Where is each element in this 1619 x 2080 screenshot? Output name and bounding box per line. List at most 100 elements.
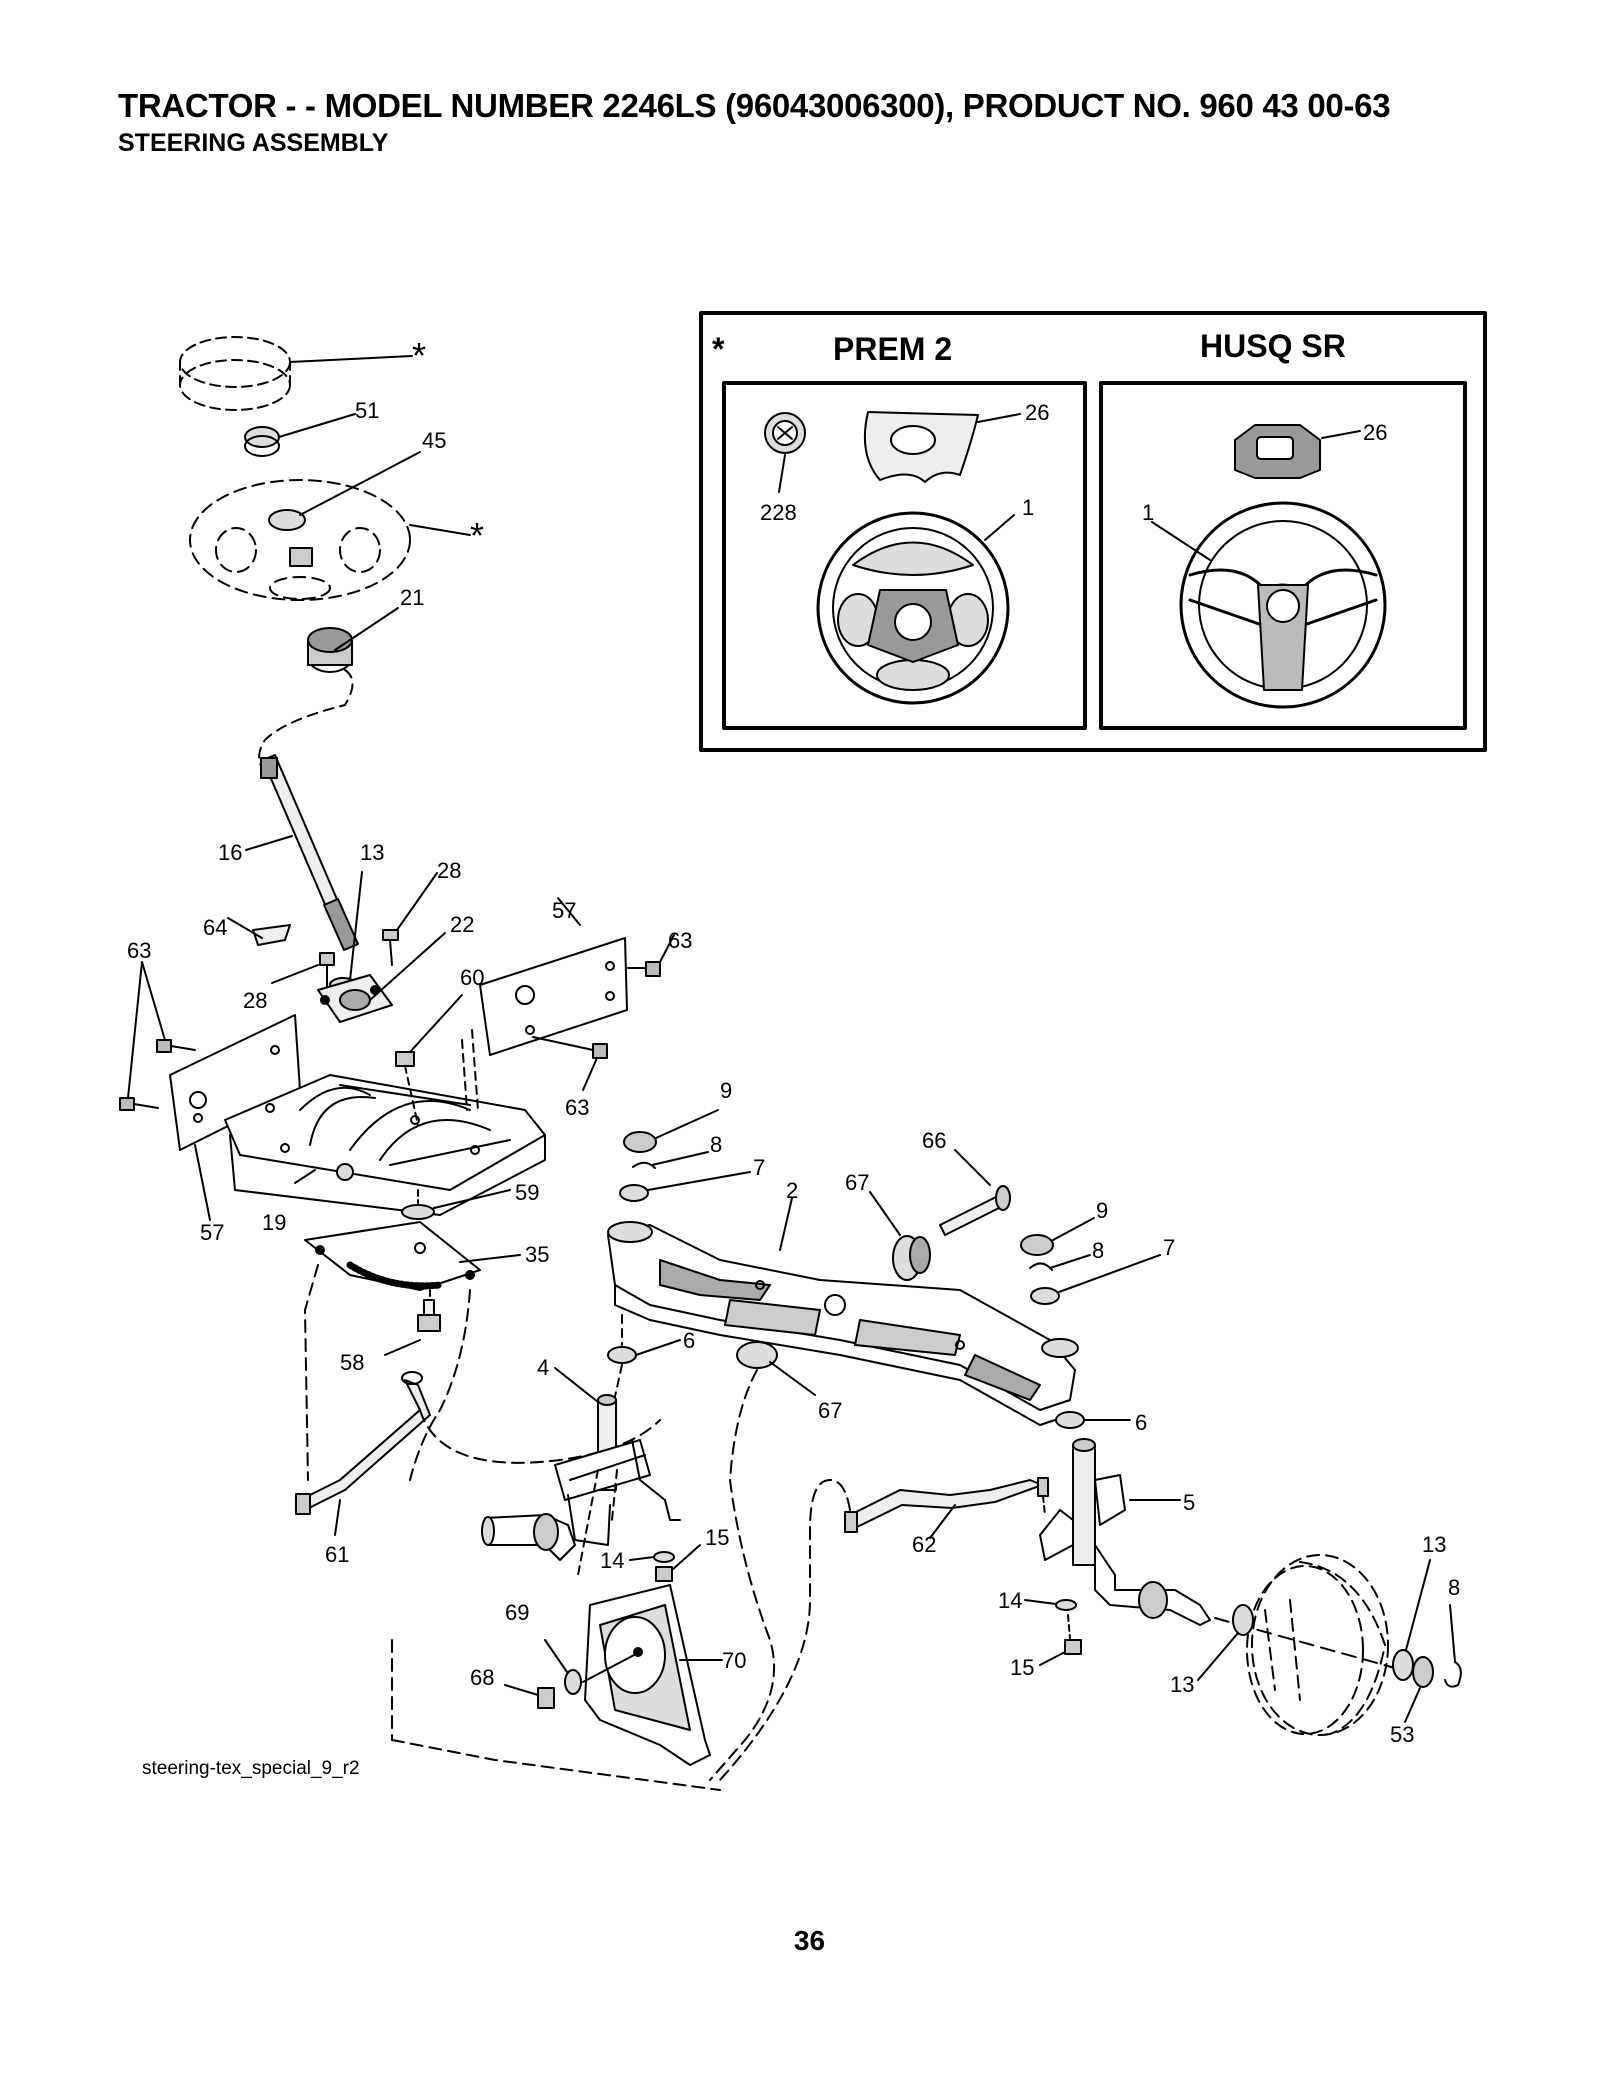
- bushing-6-right: [1055, 1411, 1131, 1429]
- callout-9-right: 9: [1096, 1198, 1108, 1223]
- callout-14-left: 14: [600, 1548, 624, 1573]
- callout-60: 60: [460, 965, 484, 990]
- e-clip-8: [1444, 1604, 1462, 1688]
- nut-68: [504, 1684, 555, 1709]
- callout-28-left: 28: [243, 988, 267, 1013]
- callout-8-right: 8: [1092, 1238, 1104, 1263]
- callout-15-left: 15: [705, 1525, 729, 1550]
- callout-13-wheel: 13: [1170, 1672, 1194, 1697]
- page-number: 36: [793, 1925, 826, 1956]
- prem2-panel: [722, 381, 1087, 730]
- callout-62: 62: [912, 1532, 936, 1557]
- callout-19: 19: [262, 1210, 286, 1235]
- callout-15-right: 15: [1010, 1655, 1034, 1680]
- callout-star-cap: *: [412, 335, 426, 376]
- callout-7-right: 7: [1163, 1235, 1175, 1260]
- page-subtitle: STEERING ASSEMBLY: [118, 129, 389, 157]
- callout-58: 58: [340, 1350, 364, 1375]
- callout-6-right: 6: [1135, 1410, 1147, 1435]
- page-header: TRACTOR - - MODEL NUMBER 2246LS (9604300…: [118, 86, 1498, 158]
- plate-70: [584, 1584, 723, 1766]
- callout-13-top: 13: [360, 840, 384, 865]
- clip-64: [227, 917, 291, 946]
- callout-star-wheel: *: [470, 515, 484, 556]
- callout-13-right: 13: [1422, 1532, 1446, 1557]
- bolt-28-top: [382, 872, 438, 966]
- prem2-steering-wheel: [816, 511, 1010, 705]
- shoulder-bolt-58: [384, 1299, 441, 1356]
- spacer-67-bottom: [736, 1341, 816, 1396]
- nut-15-left: [655, 1544, 701, 1582]
- callout-67-top: 67: [845, 1170, 869, 1195]
- callout-21: 21: [400, 585, 424, 610]
- clip-8-left: [632, 1151, 709, 1169]
- callout-8-clip: 8: [1448, 1575, 1460, 1600]
- callout-63-left: 63: [127, 938, 151, 963]
- spindle-5: [1039, 1438, 1211, 1626]
- callout-16: 16: [218, 840, 242, 865]
- callout-26-left: 26: [1025, 400, 1049, 425]
- washer-69: [544, 1639, 637, 1695]
- bolt-63-mid: [532, 1036, 608, 1091]
- washer-14-right: [1024, 1599, 1077, 1611]
- callout-68: 68: [470, 1665, 494, 1690]
- callout-69: 69: [505, 1600, 529, 1625]
- callout-4: 4: [537, 1355, 549, 1380]
- callout-51: 51: [355, 398, 379, 423]
- callout-63-mid: 63: [565, 1095, 589, 1120]
- nut-51: [244, 413, 356, 457]
- washer-7-right: [1030, 1254, 1161, 1305]
- callout-45: 45: [422, 428, 446, 453]
- callout-26-right: 26: [1363, 420, 1387, 445]
- washer-13-right: [1392, 1559, 1431, 1681]
- washer-59: [401, 1189, 511, 1220]
- callout-7-left: 7: [753, 1155, 765, 1180]
- spacer-67-top: [869, 1191, 931, 1281]
- steering-shaft-16: [245, 754, 359, 951]
- callout-14-right: 14: [998, 1588, 1022, 1613]
- callout-59: 59: [515, 1180, 539, 1205]
- sector-gear-35: [304, 1221, 521, 1291]
- washer-7-left: [619, 1171, 751, 1202]
- callout-1-left: 1: [1022, 495, 1034, 520]
- inset-asterisk: *: [712, 331, 725, 367]
- callout-8-left: 8: [710, 1132, 722, 1157]
- spindle-4: [481, 1367, 681, 1561]
- adapter-21: [307, 607, 399, 673]
- wheel-options-inset: [699, 311, 1487, 752]
- callout-57-top: 57: [552, 898, 576, 923]
- callout-228: 228: [760, 500, 797, 525]
- callout-57-left: 57: [200, 1220, 224, 1245]
- bearing-flange-22: [317, 932, 446, 1023]
- husq-sr-heading: HUSQ SR: [1200, 328, 1346, 364]
- husq-sr-steering-wheel: [1179, 501, 1387, 709]
- callout-6-left: 6: [683, 1328, 695, 1353]
- steering-wheel-dashed: [189, 479, 411, 601]
- callout-66: 66: [922, 1128, 946, 1153]
- callout-53: 53: [1390, 1722, 1414, 1747]
- callout-22: 22: [450, 912, 474, 937]
- prem2-emblem: [764, 412, 806, 454]
- washer-45: [268, 451, 421, 531]
- steering-bracket-19: [224, 1074, 546, 1216]
- callout-28-top: 28: [437, 858, 461, 883]
- washer-14-left: [629, 1551, 675, 1563]
- callout-5: 5: [1183, 1490, 1195, 1515]
- steering-cap: [179, 336, 413, 411]
- bolt-63-left-a: [156, 1039, 196, 1053]
- callout-35: 35: [525, 1242, 549, 1267]
- bushing-6-left: [607, 1339, 681, 1364]
- bolt-63-right: [627, 934, 675, 977]
- tie-rod-62: [844, 1477, 1049, 1539]
- drag-link-61: [295, 1371, 431, 1536]
- nut-15-right: [1039, 1639, 1082, 1666]
- prem2-heading: PREM 2: [833, 331, 952, 367]
- diagram-caption: steering-tex_special_9_r2: [142, 1758, 360, 1779]
- callout-1-right: 1: [1142, 500, 1154, 525]
- callout-64: 64: [203, 915, 227, 940]
- cap-9-left: [623, 1109, 719, 1153]
- callout-67-bottom: 67: [818, 1398, 842, 1423]
- washer-53: [1404, 1656, 1434, 1723]
- washer-13-wheel: [1197, 1604, 1254, 1681]
